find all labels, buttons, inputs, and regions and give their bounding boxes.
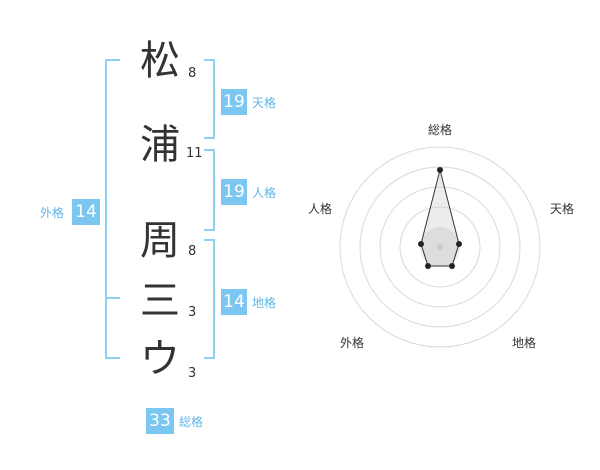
radar-label-jinkaku: 人格 — [308, 201, 332, 216]
soukaku-value-badge: 33 — [146, 408, 174, 434]
tenkaku-label: 天格 — [252, 96, 277, 110]
name-char-4: 三 — [140, 278, 180, 324]
chikaku-bracket — [204, 239, 215, 359]
name-char-1: 松 — [140, 38, 180, 84]
name-char-3: 周 — [140, 218, 180, 264]
jinkaku-bracket — [204, 149, 215, 231]
gaikaku-label: 外格 — [40, 206, 65, 220]
chikaku-value-badge: 14 — [221, 289, 247, 315]
name-char-2: 浦 — [140, 122, 180, 168]
jinkaku-value-badge: 19 — [221, 179, 247, 205]
stroke-count-3: 8 — [188, 244, 197, 259]
gaikaku-value-badge: 14 — [72, 199, 100, 225]
radar-label-gaikaku: 外格 — [340, 335, 364, 350]
radar-polygon — [420, 169, 460, 267]
radar-chart: 総格 天格 地格 外格 人格 — [308, 122, 574, 350]
jinkaku-label: 人格 — [252, 186, 277, 200]
radar-label-chikaku: 地格 — [512, 335, 536, 350]
soukaku-label: 総格 — [179, 415, 204, 429]
chikaku-label: 地格 — [252, 296, 277, 310]
tenkaku-value-badge: 19 — [221, 89, 247, 115]
radar-ring-outer — [339, 146, 541, 348]
radar-point-chikaku — [449, 263, 455, 269]
radar-point-jinkaku — [418, 241, 424, 247]
radar-center — [437, 244, 443, 250]
radar-label-soukaku: 総格 — [428, 122, 452, 137]
stroke-count-2: 11 — [186, 146, 203, 161]
radar-ring-2 — [399, 206, 481, 288]
outer-bracket — [105, 59, 120, 359]
radar-point-gaikaku — [425, 263, 431, 269]
name-char-5: ウ — [140, 336, 180, 382]
tenkaku-bracket — [204, 59, 215, 139]
radar-point-soukaku — [437, 167, 443, 173]
radar-point-tenkaku — [456, 241, 462, 247]
stroke-count-1: 8 — [188, 66, 197, 81]
radar-label-tenkaku: 天格 — [550, 201, 574, 216]
stroke-count-5: 3 — [188, 366, 197, 381]
stroke-count-4: 3 — [188, 305, 197, 320]
radar-ring-3 — [379, 186, 501, 308]
